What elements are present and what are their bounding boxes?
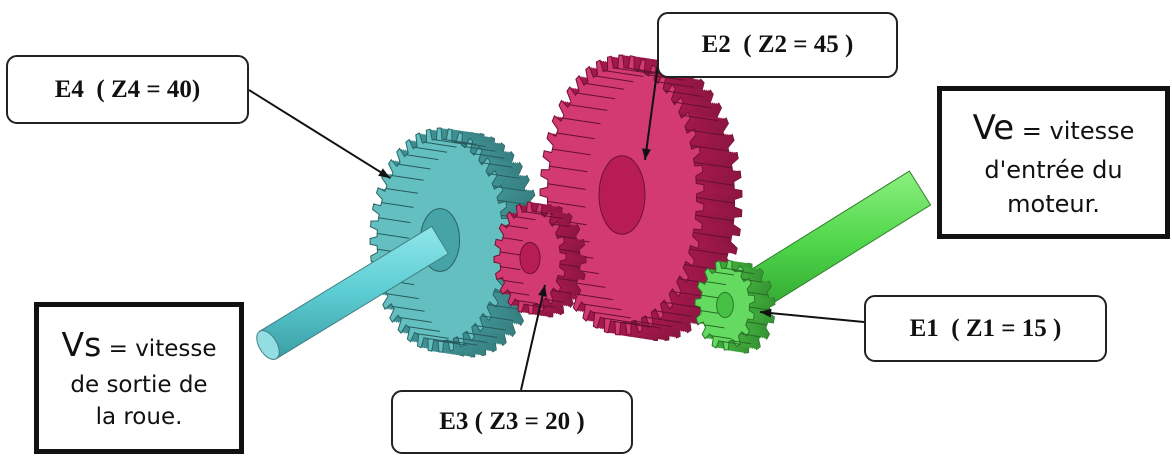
input-speed-note-line-3: moteur.	[1007, 189, 1100, 218]
leader-line-e2	[644, 56, 660, 161]
output-shaft-end	[256, 330, 280, 360]
leader-line-e2-arrowhead	[642, 148, 651, 160]
gear-e3-label: E3 ( Z3 = 20 )	[391, 390, 633, 454]
gear-e2-hub	[598, 155, 646, 235]
leader-line-e1	[759, 311, 865, 323]
gear-e3	[493, 201, 587, 318]
output-speed-definition: = vitesse	[101, 335, 217, 362]
gear-e4-label: E4 ( Z4 = 40)	[6, 55, 249, 124]
gear-e1-hub	[716, 291, 734, 319]
gear-e4	[369, 127, 543, 358]
output-speed-note: Vs = vitesse de sortie de la roue.	[34, 302, 244, 454]
leader-line-e1-arrowhead	[760, 308, 772, 318]
gear-e1-label: E1 ( Z1 = 15 )	[864, 295, 1107, 362]
output-speed-note-line-1: Vs = vitesse	[62, 322, 217, 369]
leader-line-e3-arrowhead	[538, 285, 547, 297]
input-speed-definition: = vitesse	[1014, 117, 1135, 146]
gear-e3-hub	[519, 241, 541, 275]
output-speed-symbol: Vs	[61, 324, 102, 364]
gear-e2-label: E2 ( Z2 = 45 )	[657, 12, 898, 78]
gear-e1	[694, 259, 776, 354]
gear-e2	[539, 54, 743, 342]
input-speed-note: Ve = vitesse d'entrée du moteur.	[937, 86, 1170, 239]
input-speed-note-line-1: Ve = vitesse	[973, 104, 1135, 152]
output-shaft	[256, 225, 450, 360]
output-speed-note-line-2: de sortie de	[70, 371, 208, 398]
leader-line-e4-arrowhead	[378, 168, 390, 178]
input-speed-symbol: Ve	[972, 108, 1015, 149]
input-speed-note-line-2: d'entrée du	[984, 155, 1123, 184]
output-speed-note-line-3: la roue.	[95, 404, 183, 431]
leader-line-e4	[248, 89, 391, 179]
leader-line-e3	[520, 284, 546, 391]
